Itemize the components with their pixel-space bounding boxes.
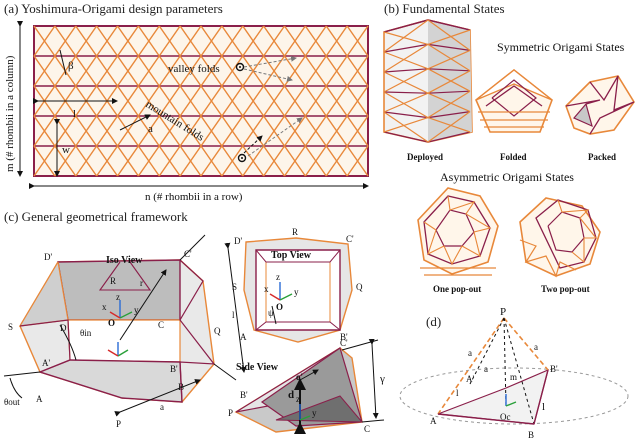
svg-text:A': A' — [42, 358, 50, 368]
svg-text:P: P — [228, 408, 233, 418]
svg-text:Q: Q — [214, 326, 221, 336]
svg-text:y: y — [134, 305, 139, 315]
svg-text:o': o' — [296, 372, 303, 382]
panel-b-title: (b) Fundamental States — [384, 1, 505, 16]
svg-text:C: C — [158, 320, 164, 330]
svg-text:θout: θout — [4, 397, 20, 407]
panel-b: (b) Fundamental States Symmetric Origami… — [383, 1, 635, 294]
svg-text:S: S — [232, 282, 237, 292]
state-deployed: Deployed — [407, 152, 443, 162]
svg-text:l: l — [542, 401, 545, 413]
base-circle — [399, 367, 629, 425]
svg-text:a: a — [160, 402, 164, 412]
mountain-arrow-2 — [247, 117, 303, 157]
one-pop-out-state: One pop-out — [417, 187, 499, 294]
state-packed: Packed — [588, 152, 616, 162]
svg-text:B': B' — [550, 364, 558, 374]
state-folded: Folded — [500, 152, 527, 162]
svg-text:A: A — [36, 394, 43, 404]
iso-view-title: Iso View — [106, 255, 143, 266]
a-dimension — [119, 114, 151, 131]
svg-text:A: A — [430, 416, 437, 426]
svg-text:C': C' — [346, 234, 354, 244]
asymmetric-title: Asymmetric Origami States — [440, 170, 574, 184]
svg-text:C': C' — [184, 249, 192, 259]
deployed-tower: Deployed — [383, 19, 473, 162]
svg-text:r: r — [140, 278, 143, 288]
state-one-pop-out: One pop-out — [433, 284, 481, 294]
iso-view: Iso View D' C' R r S D C θin A' B' θout … — [3, 234, 247, 429]
svg-text:D': D' — [44, 252, 52, 262]
mountain-fold-symbol — [237, 153, 247, 163]
valley-fold-symbol — [235, 62, 245, 72]
m-axis-label: m (# rhombii in a column) — [4, 55, 16, 172]
svg-text:y: y — [294, 287, 299, 297]
svg-text:m: m — [510, 372, 517, 382]
svg-text:S: S — [8, 322, 13, 332]
beta-label: β — [68, 60, 74, 72]
state-two-pop-out: Two pop-out — [541, 284, 590, 294]
symmetric-title: Symmetric Origami States — [497, 40, 625, 54]
panel-a-title: (a) Yoshimura-Origami design parameters — [4, 1, 223, 16]
svg-text:Q: Q — [356, 282, 363, 292]
panel-d-title: (d) — [426, 314, 441, 329]
svg-text:y: y — [312, 408, 317, 418]
svg-text:B: B — [528, 430, 534, 440]
svg-text:x: x — [264, 284, 269, 294]
svg-text:R: R — [292, 227, 298, 237]
svg-text:A': A' — [466, 374, 474, 384]
svg-text:a: a — [484, 364, 488, 374]
svg-text:D': D' — [234, 236, 242, 246]
svg-text:x: x — [102, 302, 107, 312]
svg-text:a: a — [468, 348, 472, 358]
panel-c-title: (c) General geometrical framework — [4, 209, 188, 224]
valley-arrow-1 — [243, 55, 297, 68]
svg-text:P: P — [500, 306, 506, 318]
svg-text:θin: θin — [80, 328, 92, 338]
w-label: w — [62, 144, 70, 156]
svg-text:z: z — [116, 292, 120, 302]
svg-text:R: R — [110, 276, 116, 286]
two-pop-out-state: Two pop-out — [519, 197, 601, 294]
svg-text:A: A — [240, 332, 247, 342]
n-axis-label: n (# rhombii in a row) — [145, 191, 243, 203]
side-view-title: Side View — [236, 362, 279, 373]
svg-text:B: B — [178, 382, 184, 392]
svg-text:a: a — [534, 342, 538, 352]
svg-text:B': B' — [170, 364, 178, 374]
svg-text:d: d — [288, 389, 294, 401]
panel-a: (a) Yoshimura-Origami design parameters … — [4, 1, 369, 203]
svg-text:O: O — [276, 302, 283, 312]
top-view-title: Top View — [271, 250, 312, 261]
l-label: l — [73, 108, 76, 120]
svg-text:C': C' — [340, 338, 348, 348]
svg-text:o: o — [296, 426, 301, 436]
svg-text:D: D — [60, 323, 67, 333]
svg-text:O: O — [108, 318, 115, 328]
beta-marker — [59, 49, 67, 76]
panel-c: (c) General geometrical framework — [3, 209, 385, 436]
yoshimura-pattern — [33, 25, 369, 177]
svg-text:z: z — [296, 394, 300, 404]
svg-text:Oc: Oc — [500, 412, 511, 422]
a-label: a — [148, 123, 153, 135]
packed-state: Packed — [565, 75, 635, 162]
svg-text:z: z — [276, 272, 280, 282]
svg-text:B': B' — [340, 332, 348, 342]
svg-text:ψ: ψ — [268, 308, 274, 318]
top-view: Top View D' R C' S Q A B' ψ O z y x — [232, 227, 363, 343]
panel-d: (d) P a a a l m A' B' A B Oc l — [399, 306, 629, 440]
valley-folds-label: valley folds — [168, 63, 220, 75]
mountain-arrow-1 — [243, 135, 263, 154]
valley-arrow-2 — [243, 68, 293, 82]
svg-text:P: P — [116, 419, 121, 429]
svg-text:l: l — [232, 310, 235, 320]
svg-text:γ: γ — [379, 373, 385, 385]
svg-text:C: C — [364, 424, 370, 434]
svg-text:l: l — [456, 388, 459, 398]
svg-text:B': B' — [240, 390, 248, 400]
folded-state: Folded — [475, 68, 553, 162]
side-view: Side View C' o' d γ B' P o C z y — [228, 338, 385, 436]
